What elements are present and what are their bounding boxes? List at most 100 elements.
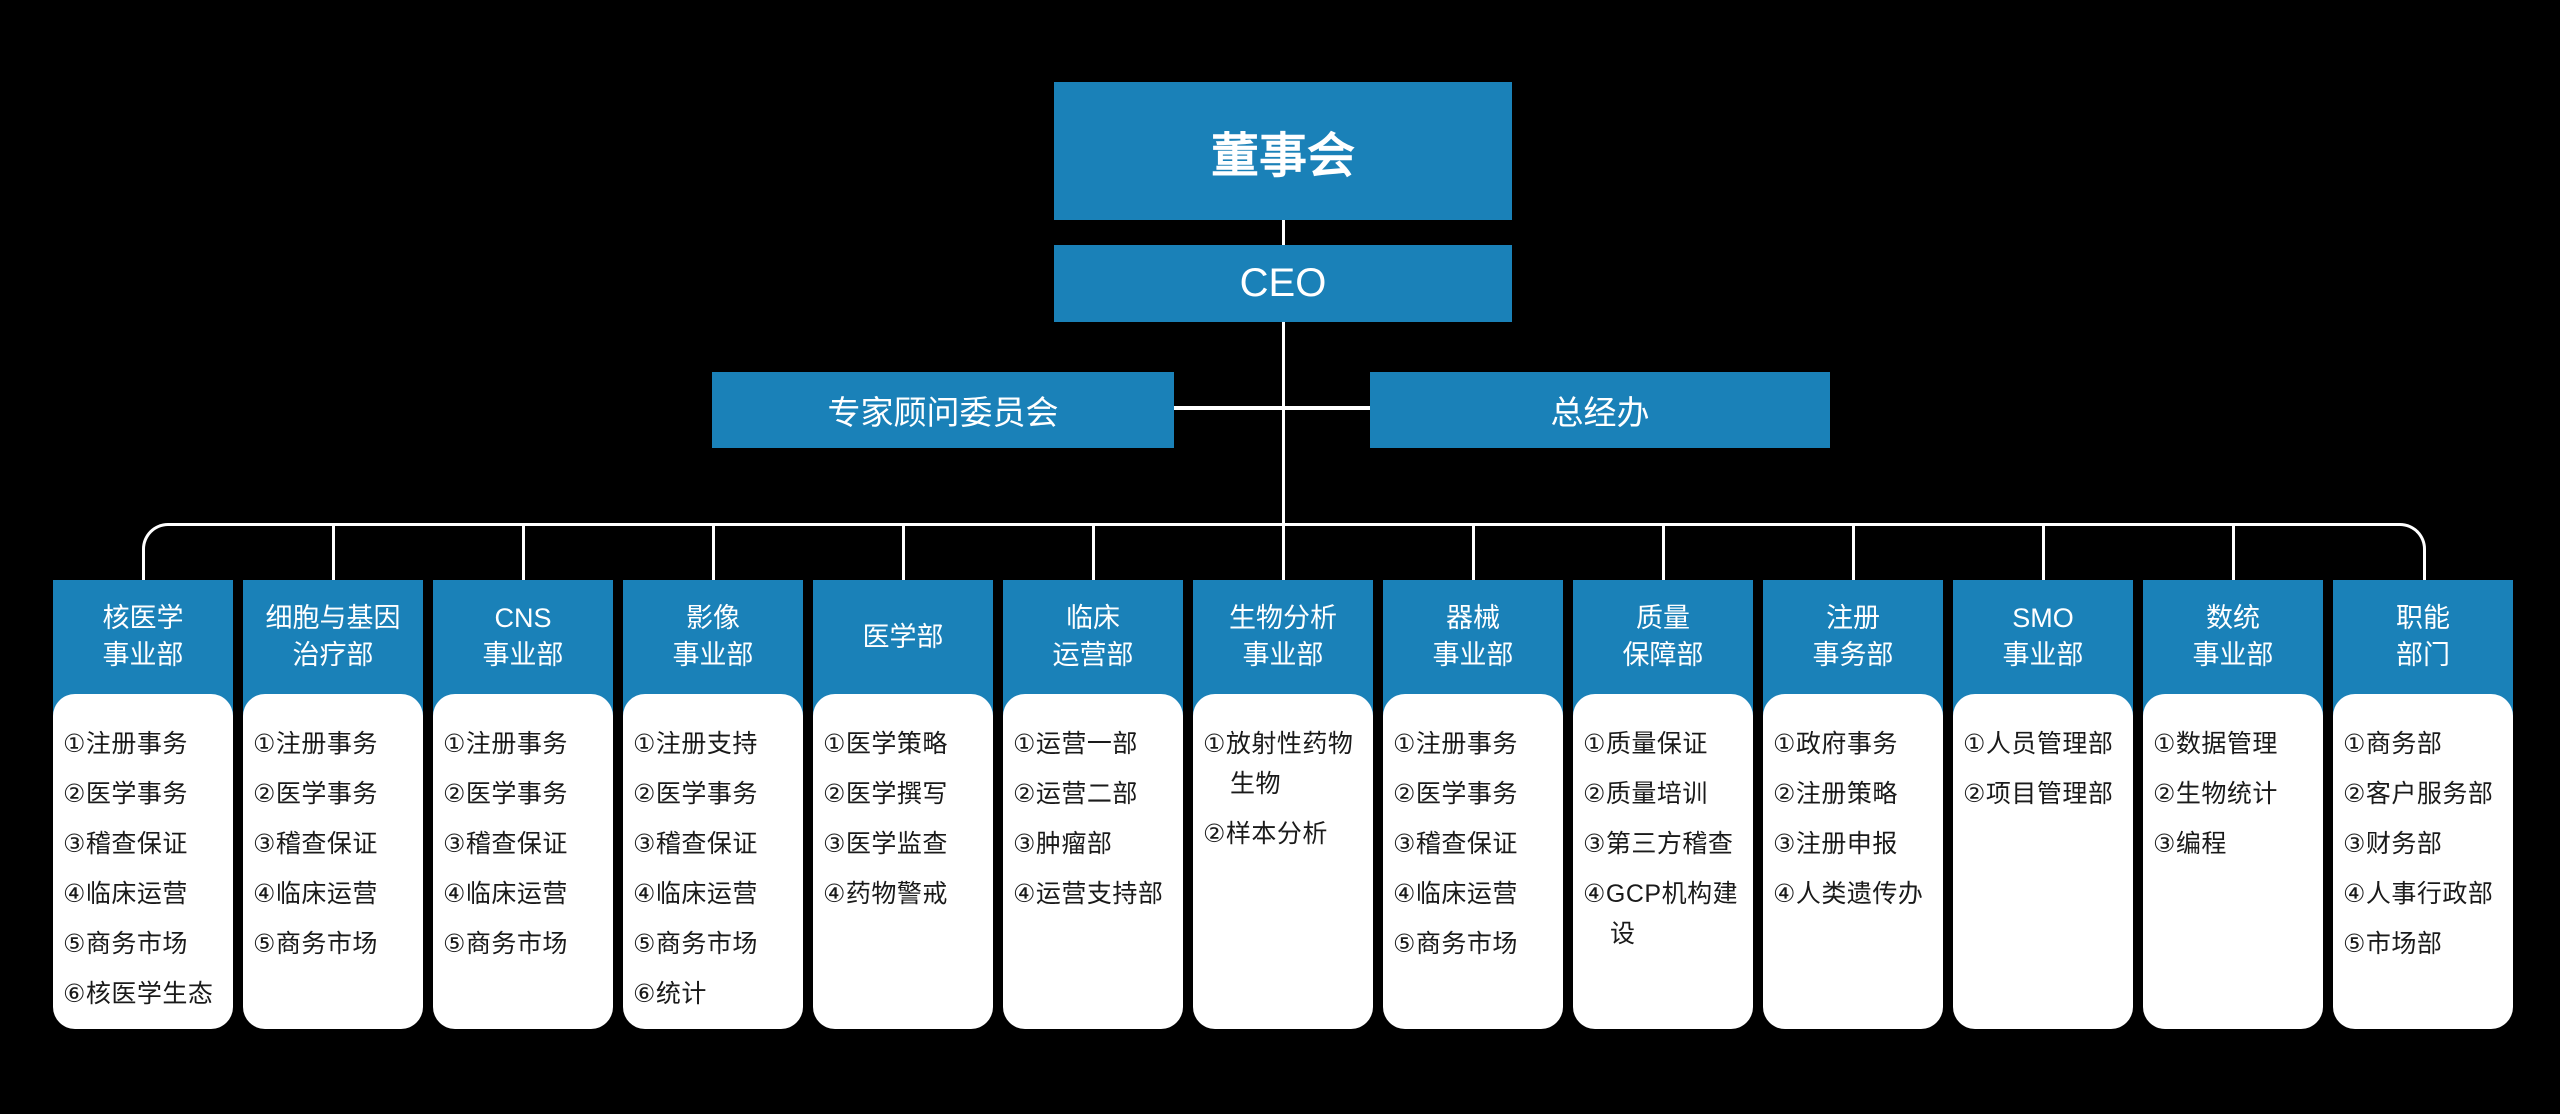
department-item: ③稽查保证: [63, 830, 188, 858]
department-item: ①注册事务: [1393, 730, 1518, 758]
department-item: ④人事行政部: [2343, 880, 2494, 908]
department-item: ③稽查保证: [1393, 830, 1518, 858]
department-item: ①注册事务: [253, 730, 378, 758]
department-header-line: 注册: [1826, 603, 1880, 633]
department-item: ③第三方稽查: [1583, 830, 1734, 858]
department-header-line: CNS: [494, 603, 552, 633]
department-item: ⑤商务市场: [63, 930, 188, 958]
department-item: ①运营一部: [1013, 730, 1138, 758]
department-item: ④药物警戒: [823, 880, 948, 908]
department-item: ①人员管理部: [1963, 730, 2114, 758]
department-item: ④临床运营: [443, 880, 568, 908]
department-item: ①质量保证: [1583, 730, 1708, 758]
department-item: ②医学事务: [1393, 780, 1518, 808]
connector-advisory-to-gm: [1174, 406, 1370, 410]
department-item: ①注册事务: [63, 730, 188, 758]
department-item-panel: ①商务部 ②客户服务部 ③财务部 ④人事行政部 ⑤市场部: [2333, 694, 2513, 1029]
connector-stub-2: [331, 523, 335, 580]
department-item: ⑤商务市场: [443, 930, 568, 958]
department-header-line: 保障部: [1622, 640, 1704, 670]
department-header-line: 核医学: [102, 603, 184, 633]
department-item: ①注册支持: [633, 730, 758, 758]
department-column-2: 细胞与基因治疗部 ①注册事务 ②医学事务 ③稽查保证 ④临床运营 ⑤商务市场: [243, 580, 423, 1029]
department-item: ②注册策略: [1773, 780, 1898, 808]
department-header-line: 影像: [686, 603, 740, 633]
department-item: ①放射性药物生物: [1203, 730, 1354, 798]
department-header-line: 事业部: [672, 640, 754, 670]
department-item: ②医学撰写: [823, 780, 948, 808]
department-item: ⑥统计: [633, 980, 707, 1008]
node-expert-advisory-committee: 专家顾问委员会: [712, 372, 1174, 448]
department-header-line: 事业部: [482, 640, 564, 670]
department-item: ③稽查保证: [253, 830, 378, 858]
department-header-line: 质量: [1636, 603, 1690, 633]
department-header-line: 临床: [1066, 603, 1120, 633]
department-item: ⑤商务市场: [633, 930, 758, 958]
department-header-line: 事务部: [1812, 640, 1894, 670]
department-item: ③肿瘤部: [1013, 830, 1113, 858]
department-item: ②生物统计: [2153, 780, 2278, 808]
department-item: ③编程: [2153, 830, 2227, 858]
department-header-line: 运营部: [1052, 640, 1134, 670]
department-item: ①商务部: [2343, 730, 2443, 758]
department-item: ④运营支持部: [1013, 880, 1164, 908]
department-header-line: 器械: [1446, 603, 1500, 633]
department-item: ④临床运营: [633, 880, 758, 908]
connector-stub-3: [521, 523, 525, 580]
department-item-panel: ①注册支持 ②医学事务 ③稽查保证 ④临床运营 ⑤商务市场 ⑥统计: [623, 694, 803, 1029]
department-column-13: 职能部门 ①商务部 ②客户服务部 ③财务部 ④人事行政部 ⑤市场部: [2333, 580, 2513, 1029]
department-header-line: 生物分析: [1229, 603, 1337, 633]
department-header-line: 部门: [2396, 640, 2450, 670]
department-header: 核医学事业部: [53, 580, 233, 718]
department-header-line: 事业部: [2192, 640, 2274, 670]
department-header-line: 职能: [2396, 603, 2450, 633]
department-header-line: 事业部: [1432, 640, 1514, 670]
department-header-line: 事业部: [2002, 640, 2084, 670]
department-header-line: 事业部: [1242, 640, 1324, 670]
department-item: ③稽查保证: [443, 830, 568, 858]
department-item: ②医学事务: [633, 780, 758, 808]
department-item: ④临床运营: [63, 880, 188, 908]
department-header-line: 细胞与基因: [265, 603, 401, 633]
department-header-line: 治疗部: [292, 640, 374, 670]
department-item: ①医学策略: [823, 730, 948, 758]
department-item: ②客户服务部: [2343, 780, 2494, 808]
department-item: ⑤市场部: [2343, 930, 2443, 958]
connector-stub-12: [2231, 523, 2235, 580]
connector-stub-7: [1281, 523, 1285, 580]
connector-stub-5: [901, 523, 905, 580]
department-header-line: 事业部: [102, 640, 184, 670]
department-item: ⑤商务市场: [253, 930, 378, 958]
department-item: ②医学事务: [253, 780, 378, 808]
department-item: ④人类遗传办: [1773, 880, 1924, 908]
department-column-4: 影像事业部 ①注册支持 ②医学事务 ③稽查保证 ④临床运营 ⑤商务市场 ⑥统计: [623, 580, 803, 1029]
department-item: ③财务部: [2343, 830, 2443, 858]
department-header-line: SMO: [2012, 603, 2074, 633]
node-gm-office: 总经办: [1370, 372, 1830, 448]
department-item: ②质量培训: [1583, 780, 1708, 808]
department-item: ④临床运营: [1393, 880, 1518, 908]
department-item: ④临床运营: [253, 880, 378, 908]
department-item: ①政府事务: [1773, 730, 1898, 758]
department-item: ②样本分析: [1203, 820, 1328, 848]
connector-stub-9: [1661, 523, 1665, 580]
department-item: ③医学监查: [823, 830, 948, 858]
department-item: ③稽查保证: [633, 830, 758, 858]
department-item-panel: ①注册事务 ②医学事务 ③稽查保证 ④临床运营 ⑤商务市场: [243, 694, 423, 1029]
connector-stub-11: [2041, 523, 2045, 580]
department-item-panel: ①医学策略 ②医学撰写 ③医学监查 ④药物警戒: [813, 694, 993, 1029]
